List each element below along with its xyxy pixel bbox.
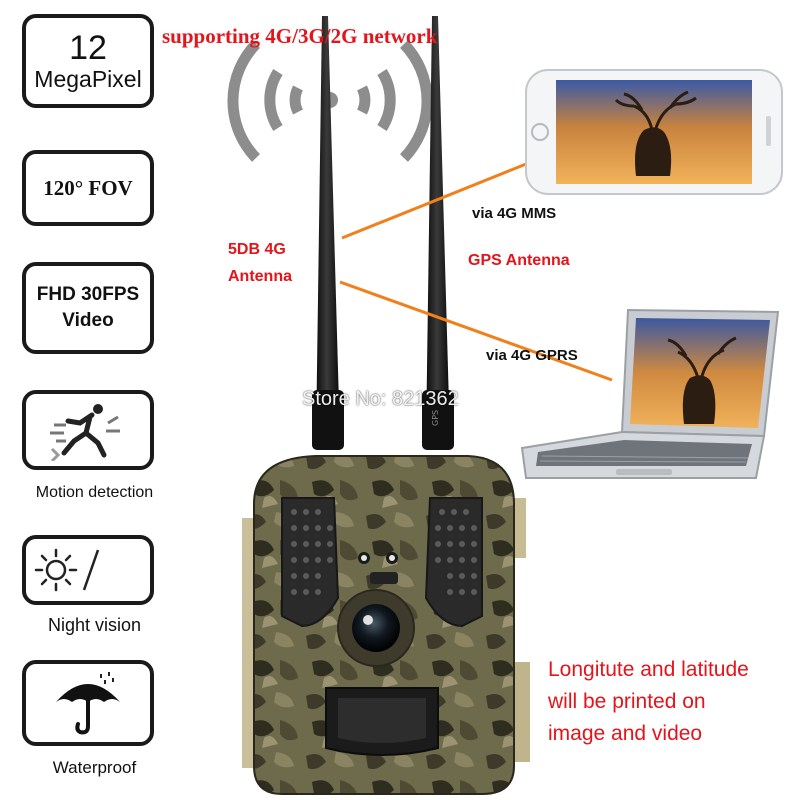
running-person-icon [50, 404, 120, 461]
location-note-line1: Longitute and latitude [548, 658, 749, 681]
location-note-line2: will be printed on [548, 690, 706, 713]
motion-caption: Motion detection [35, 484, 154, 501]
video-badge: FHD 30FPS Video [22, 262, 154, 354]
waterproof-caption: Waterproof [52, 758, 137, 777]
antennas: GPS [312, 16, 454, 450]
fov-label: 120° FOV [43, 175, 133, 200]
megapixel-badge: 12 MegaPixel [22, 14, 154, 108]
store-watermark: Store No: 821362 [302, 388, 459, 410]
motion-badge [22, 390, 154, 470]
smartphone [525, 69, 783, 195]
megapixel-unit: MegaPixel [34, 66, 142, 92]
location-note-line3: image and video [548, 722, 703, 745]
laptop [520, 308, 780, 479]
via-mms-label: via 4G MMS [472, 205, 557, 222]
waterproof-badge [22, 660, 154, 746]
gps-antenna-label: GPS Antenna [468, 252, 570, 269]
deer-silhouette-phone [614, 90, 697, 176]
sun-moon-icon [34, 548, 128, 593]
antenna-4g-line1: 5DB 4G [228, 241, 286, 258]
deer-silhouette-laptop [667, 336, 737, 424]
antenna-4g-line2: Antenna [228, 268, 292, 285]
megapixel-value: 12 [69, 29, 107, 67]
night-caption: Night vision [47, 615, 142, 635]
video-line2: Video [62, 310, 114, 331]
trail-camera [242, 455, 530, 795]
video-line1: FHD 30FPS [36, 284, 140, 305]
via-gprs-label: via 4G GPRS [486, 347, 578, 364]
night-badge [22, 535, 154, 605]
network-headline: supporting 4G/3G/2G network [162, 24, 438, 48]
antenna-4g-label: 5DB 4G Antenna [228, 236, 292, 290]
fov-badge: 120° FOV [22, 150, 154, 226]
umbrella-icon [56, 672, 120, 735]
location-note: Longitute and latitude will be printed o… [548, 654, 749, 750]
gps-antenna-marking: GPS [431, 410, 440, 426]
